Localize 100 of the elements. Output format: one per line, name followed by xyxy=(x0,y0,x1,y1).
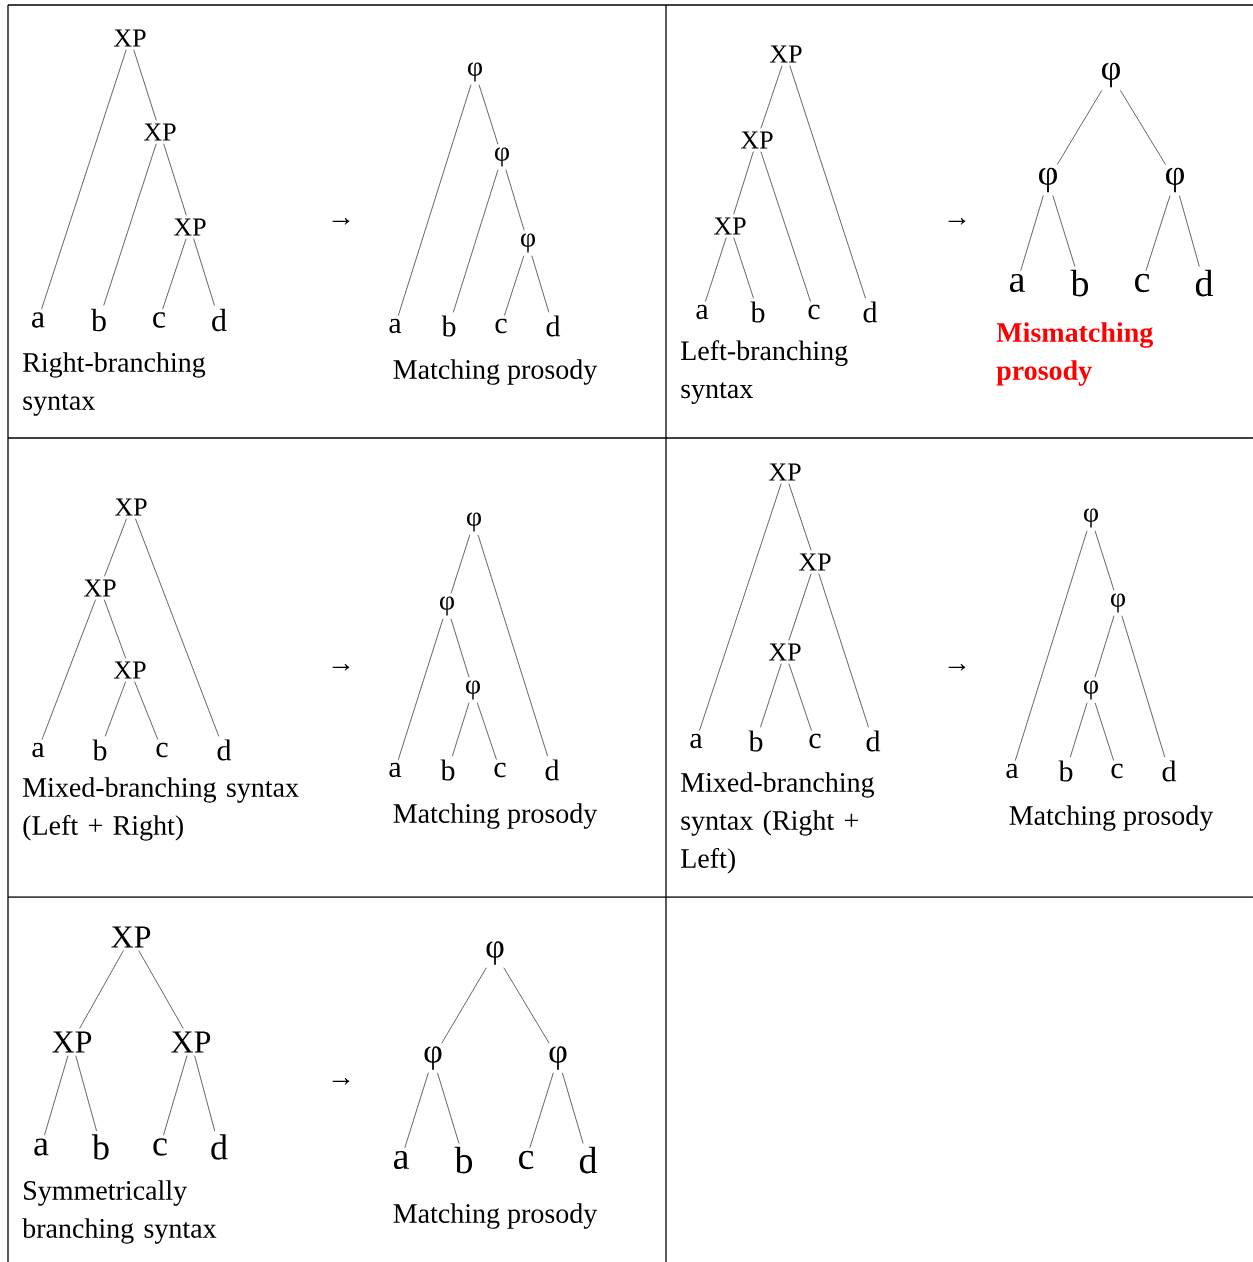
caption: Matching prosody xyxy=(393,1203,598,1229)
arrow-symbol: → xyxy=(332,1078,350,1085)
caption: Symmetrically branching syntax xyxy=(22,1180,217,1244)
branch-line xyxy=(1020,195,1044,272)
branch-line xyxy=(562,1072,584,1144)
caption: Left-branching syntax xyxy=(681,340,848,404)
branch-line xyxy=(1179,195,1200,267)
tree-node-label: XP xyxy=(769,45,802,63)
leaf-label: a xyxy=(690,733,703,749)
tree-node-label: XP xyxy=(111,926,151,948)
leaf-label: b xyxy=(1070,269,1089,297)
branch-line xyxy=(404,1072,429,1149)
arrow-symbol: → xyxy=(332,664,350,671)
tree-node-label: XP xyxy=(114,498,147,516)
branch-line xyxy=(103,599,127,659)
leaf-label: c xyxy=(809,733,821,749)
leaf-label: d xyxy=(863,301,878,323)
branch-line xyxy=(705,237,727,302)
tree-node-label: φ xyxy=(521,233,535,253)
branch-line xyxy=(531,255,550,313)
branch-line xyxy=(103,143,157,306)
branch-line xyxy=(75,1055,97,1132)
leaf-label: a xyxy=(1006,763,1019,779)
caption: Matching prosody xyxy=(393,803,598,829)
branch-line xyxy=(1069,702,1088,758)
branch-line xyxy=(699,483,782,731)
branch-line xyxy=(133,49,157,121)
leaf-label: d xyxy=(217,739,232,761)
branch-line xyxy=(788,663,812,731)
leaf-label: c xyxy=(1135,273,1150,293)
branch-line xyxy=(478,84,499,145)
tree-node-label: XP xyxy=(798,553,831,571)
branch-line xyxy=(1145,195,1171,272)
branch-line xyxy=(477,702,497,760)
branch-line xyxy=(79,950,124,1029)
tree-node-label: φ xyxy=(1084,508,1098,528)
branch-line xyxy=(397,84,472,316)
leaf-label: d xyxy=(1162,760,1177,782)
branch-line xyxy=(41,49,127,310)
leaf-label: d xyxy=(546,315,561,337)
leaf-label: b xyxy=(92,1134,109,1160)
branch-line xyxy=(135,518,220,737)
leaf-label: b xyxy=(748,730,763,752)
branch-line xyxy=(505,169,525,231)
tree-node-label: XP xyxy=(143,123,176,141)
tree-node-label: φ xyxy=(467,512,481,532)
branch-line xyxy=(733,237,754,299)
leaf-label: d xyxy=(866,730,881,752)
leaf-label: a xyxy=(32,312,45,328)
caption: Matching prosody xyxy=(1009,805,1214,831)
branch-line xyxy=(1094,615,1115,678)
tree-node-label: φ xyxy=(549,1046,567,1070)
arrow-symbol: → xyxy=(948,664,966,671)
branch-line xyxy=(503,967,550,1044)
branch-line xyxy=(453,169,499,313)
caption: Mismatching prosody xyxy=(996,322,1154,386)
tree-node-label: XP xyxy=(52,1031,92,1053)
branch-line xyxy=(450,534,471,594)
branch-line xyxy=(1094,530,1115,591)
branch-line xyxy=(1014,530,1088,761)
branch-line xyxy=(818,573,869,728)
tree-node-label: φ xyxy=(495,147,509,167)
leaf-label: a xyxy=(393,1150,409,1170)
leaf-label: b xyxy=(441,315,456,337)
branch-line xyxy=(163,143,187,216)
branch-line xyxy=(1094,702,1114,761)
branch-line xyxy=(529,1072,554,1148)
branch-line xyxy=(1052,195,1076,267)
tree-node-label: φ xyxy=(1102,62,1120,88)
branch-line xyxy=(437,1072,460,1144)
branch-line xyxy=(194,1055,216,1132)
leaf-label: b xyxy=(750,301,765,323)
tree-node-label: φ xyxy=(468,62,482,82)
leaf-label: a xyxy=(389,762,402,778)
tree-node-label: φ xyxy=(1111,593,1125,613)
leaf-label: c xyxy=(519,1150,534,1170)
branch-line xyxy=(450,618,470,678)
leaf-label: a xyxy=(389,318,402,334)
arrow-symbol: → xyxy=(332,218,350,225)
branch-line xyxy=(163,1055,188,1136)
tree-node-label: φ xyxy=(1166,167,1184,193)
caption: Matching prosody xyxy=(393,359,598,385)
tree-node-label: φ xyxy=(486,941,504,965)
branch-line xyxy=(162,238,187,310)
leaf-label: d xyxy=(211,1134,228,1160)
leaf-label: c xyxy=(1111,763,1123,779)
tree-node-label: XP xyxy=(740,131,773,149)
branch-line xyxy=(138,950,184,1029)
caption: Mixed-branching syntax (Right + Left) xyxy=(681,772,875,874)
branch-line xyxy=(760,65,783,129)
tree-node-label: XP xyxy=(113,29,146,47)
tree-node-label: φ xyxy=(440,596,454,616)
caption: Mixed-branching syntax (Left + Right) xyxy=(23,777,299,841)
tree-node-label: XP xyxy=(768,463,801,481)
tree-node-label: XP xyxy=(713,217,746,235)
leaf-label: d xyxy=(212,308,227,332)
branch-line xyxy=(477,534,548,757)
leaf-label: c xyxy=(495,318,507,334)
branch-line xyxy=(504,255,525,316)
branch-line xyxy=(1121,615,1166,758)
